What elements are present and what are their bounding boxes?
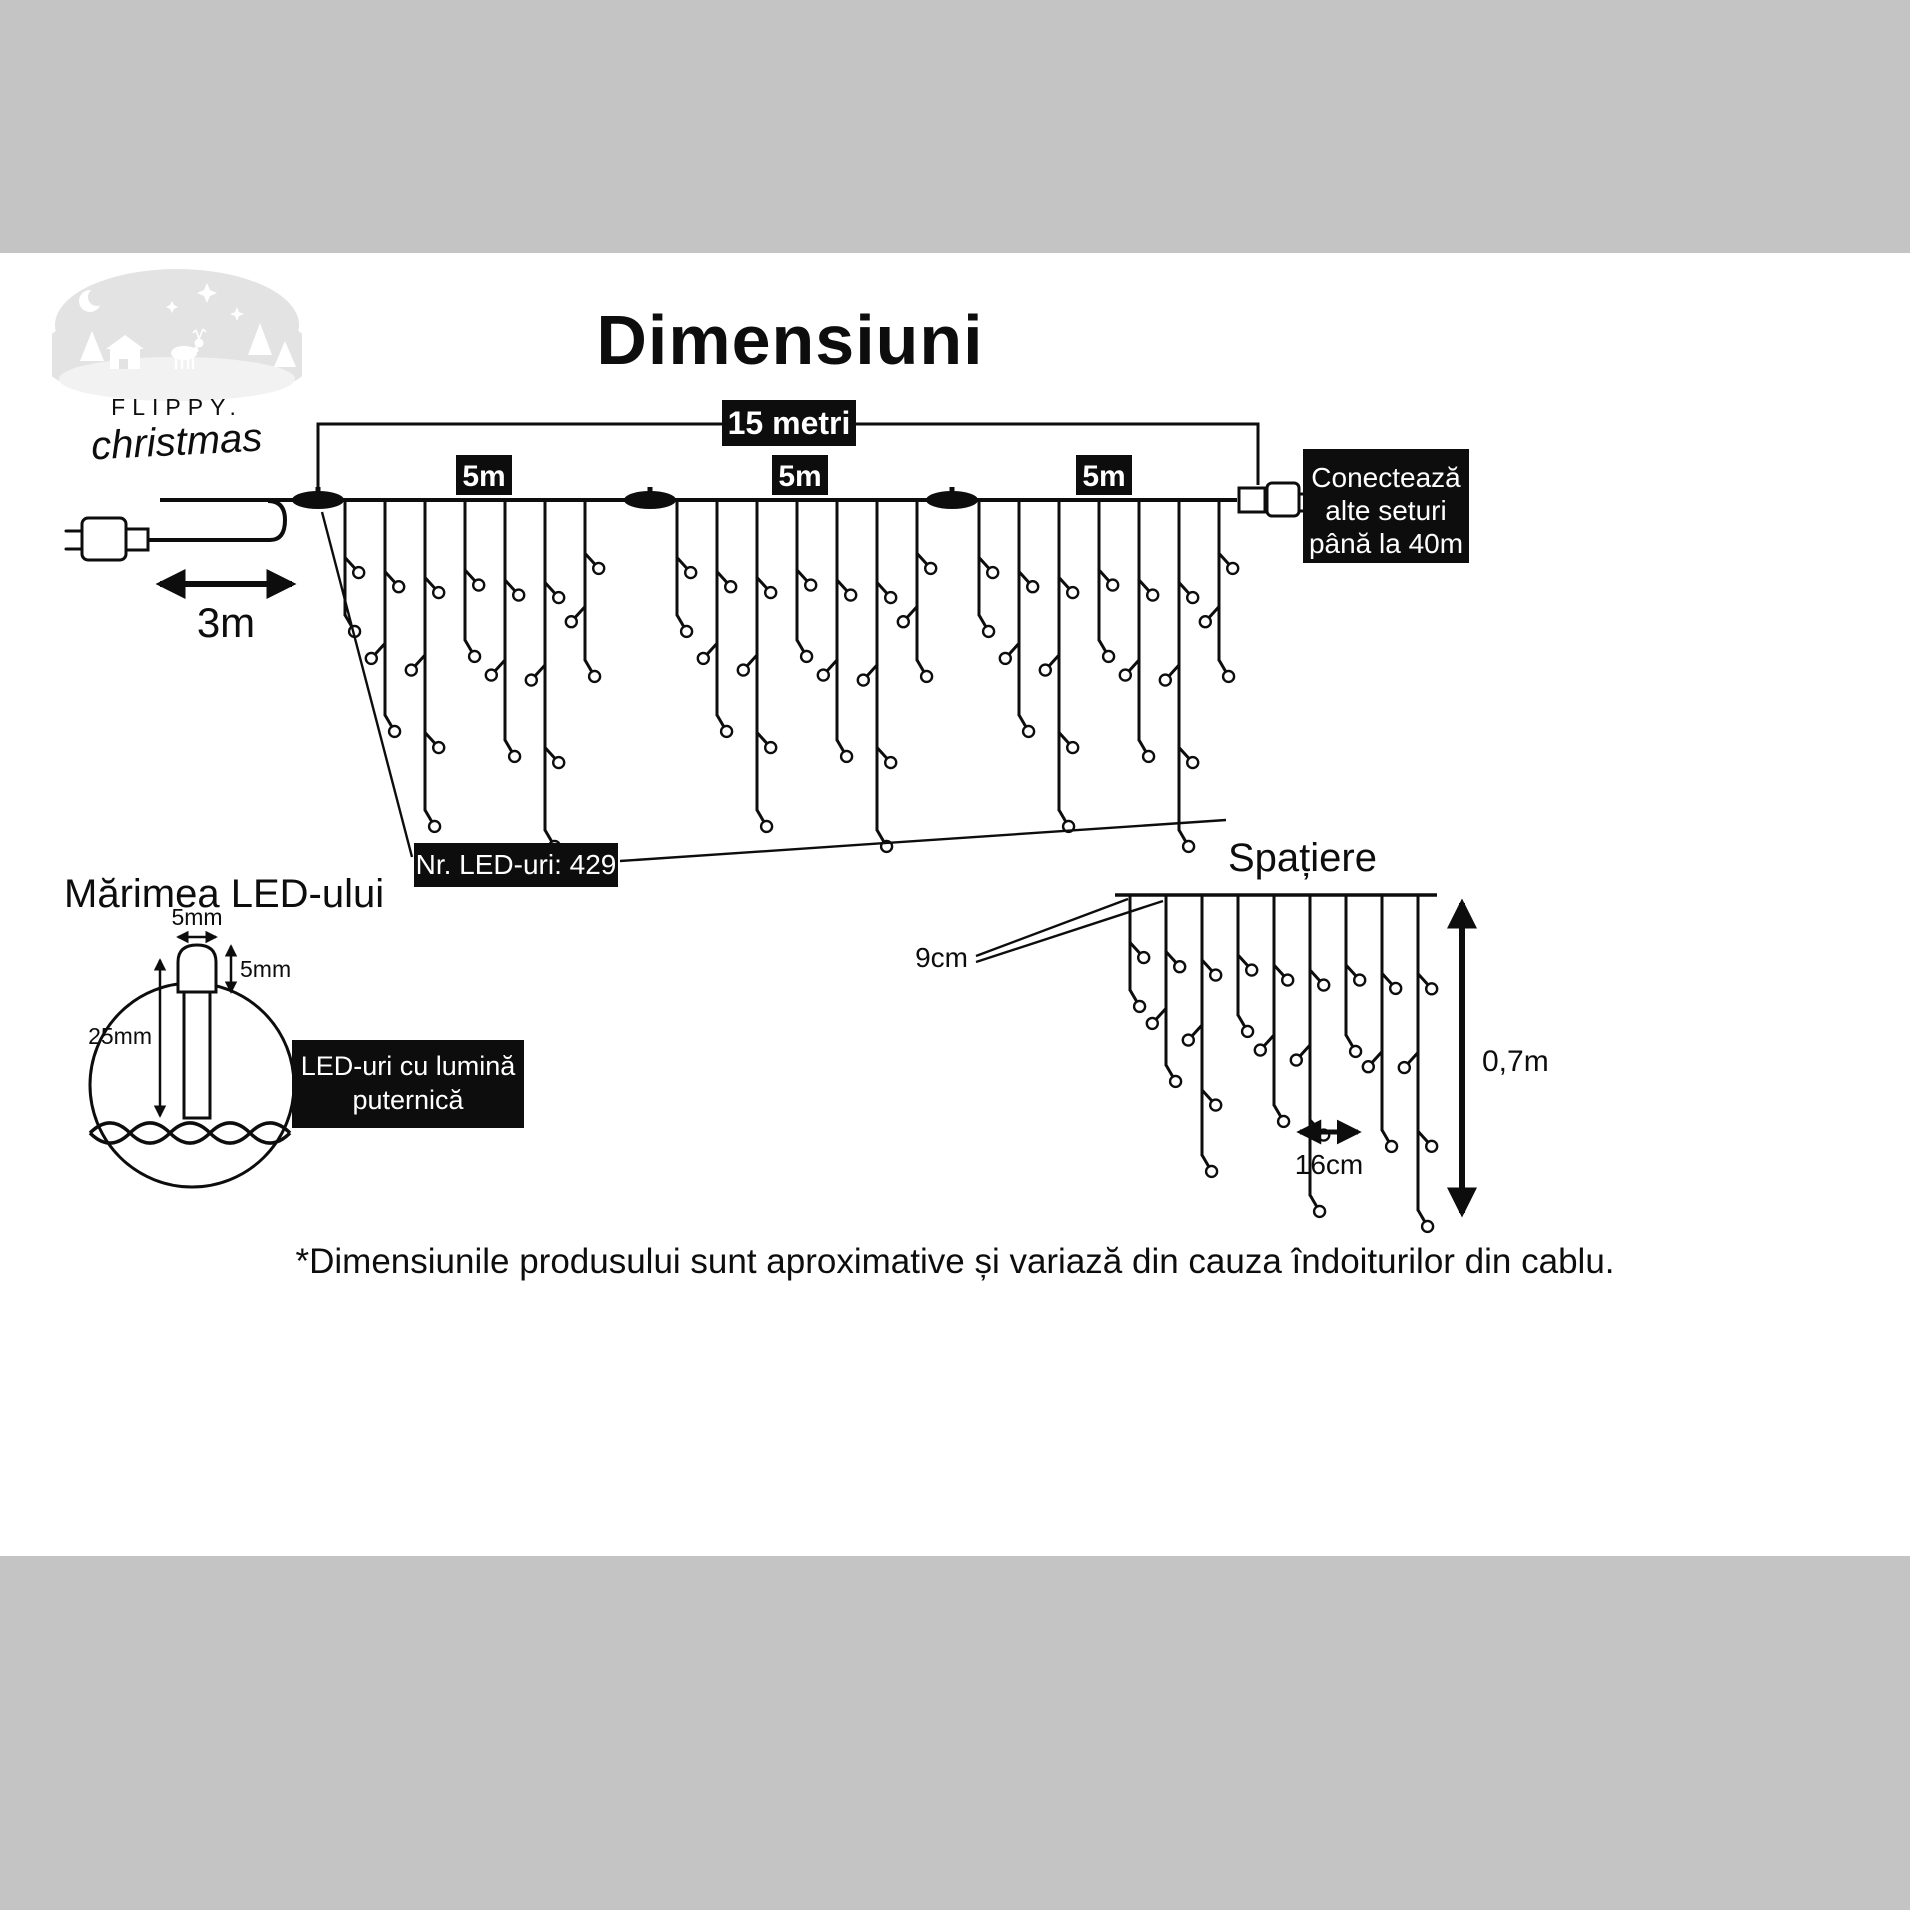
lead-cord: [148, 499, 288, 542]
page-title: Dimensiuni: [596, 301, 984, 379]
power-plug-icon: [64, 516, 150, 562]
led-note-line1: LED-uri cu lumină: [301, 1051, 517, 1081]
top-gray-band: [0, 0, 1910, 253]
icicle-drop: [1397, 893, 1439, 1234]
bulb-length-label: 25mm: [88, 1023, 152, 1049]
icicle-drop: [1097, 498, 1120, 664]
footnote: *Dimensiunile produsului sunt aproximati…: [295, 1242, 1615, 1281]
stars-icon: [166, 283, 244, 321]
total-length-label: 15 metri: [728, 405, 851, 441]
logo-script-text: christmas: [90, 416, 263, 469]
icicle-drop: [404, 498, 446, 834]
segment-label: 5m: [1082, 460, 1125, 493]
segment-labels: 5m 5m 5m: [456, 455, 1132, 495]
icicle-drop: [1158, 498, 1200, 854]
lead-length-label: 3m: [197, 599, 255, 646]
icicle-drop: [524, 498, 566, 854]
logo-brand-text: FLIPPY.: [111, 394, 243, 420]
deer-icon: [171, 328, 207, 369]
drop-gap-callout-2: [975, 899, 1164, 964]
spacing-heading: Spațiere: [1228, 836, 1377, 880]
icicle-drop: [675, 498, 698, 639]
total-length-label-box: [722, 400, 856, 446]
led-size-heading: Mărimea LED-ului: [64, 872, 385, 916]
house-icon: [106, 335, 144, 369]
icicle-drops-main: [343, 498, 1240, 854]
twisted-wire: [88, 1121, 292, 1145]
icicle-drop: [484, 498, 526, 764]
connect-note-line1: Conectează: [1311, 462, 1461, 493]
drop-gap-callout-1: [975, 897, 1129, 958]
segment-label-box: [456, 455, 512, 495]
segment-label-box: [772, 455, 828, 495]
icicle-drop: [564, 498, 606, 684]
icicle-drop: [1145, 893, 1187, 1089]
led-note-box: [292, 1040, 524, 1128]
led-bulb-drawing: [176, 943, 218, 1120]
icicle-drop: [1038, 498, 1080, 834]
icicle-drop: [816, 498, 858, 764]
drop-gap-label: 9cm: [915, 942, 968, 973]
logo-winter-scene-illustration: [52, 269, 302, 401]
icicle-drop: [896, 498, 938, 684]
connect-note-line2: alte seturi: [1325, 495, 1446, 526]
drop-length-label: 0,7m: [1482, 1045, 1549, 1078]
bottom-gray-band: [0, 1556, 1910, 1910]
led-count-label: Nr. LED-uri: 429: [416, 849, 617, 880]
segment-label: 5m: [462, 460, 505, 493]
icicle-drop: [696, 498, 738, 739]
bulb-width-label: 5mm: [171, 904, 222, 930]
moon-icon: [79, 288, 106, 312]
icicle-drop: [1236, 893, 1259, 1039]
icicle-drop: [1181, 893, 1223, 1179]
wire-connector-clamps: [292, 487, 978, 509]
segment-label-box: [1076, 455, 1132, 495]
icicle-drop: [977, 498, 1000, 639]
icicle-drop: [343, 498, 366, 639]
string-diagram: 15 metri 5m 5m 5m: [64, 400, 1469, 887]
icicle-drop: [1253, 893, 1295, 1129]
brand-logo: FLIPPY. christmas: [52, 269, 302, 469]
icicle-drop: [463, 498, 486, 664]
icicle-drop: [856, 498, 898, 854]
icicle-drop: [736, 498, 778, 834]
icicle-drop: [364, 498, 406, 739]
led-count-box: [414, 843, 618, 887]
trees-icon: [80, 323, 296, 367]
segment-label: 5m: [778, 460, 821, 493]
spacing-diagram: 9cm 16cm 0,7m: [915, 893, 1549, 1234]
led-gap-label: 16cm: [1295, 1149, 1363, 1180]
led-count-callout-right: [619, 818, 1227, 863]
icicle-drop: [1361, 893, 1403, 1154]
icicle-drops-spacing: [1128, 893, 1439, 1234]
icicle-drop: [998, 498, 1040, 739]
connect-note-line3: până la 40m: [1309, 528, 1463, 559]
led-note-line2: puternică: [352, 1085, 464, 1115]
icicle-drop: [1128, 893, 1151, 1014]
led-size-diagram: 5mm 5mm 25mm LED-uri cu lumină puternică: [88, 904, 524, 1189]
led-count-callout-left: [320, 511, 414, 858]
connect-note-box: [1303, 449, 1469, 563]
icicle-drop: [1198, 498, 1240, 684]
icicle-drop: [1118, 498, 1160, 764]
icicle-drop: [1344, 893, 1367, 1059]
bulb-cap-height-label: 5mm: [240, 956, 291, 982]
icicle-drop: [795, 498, 818, 664]
